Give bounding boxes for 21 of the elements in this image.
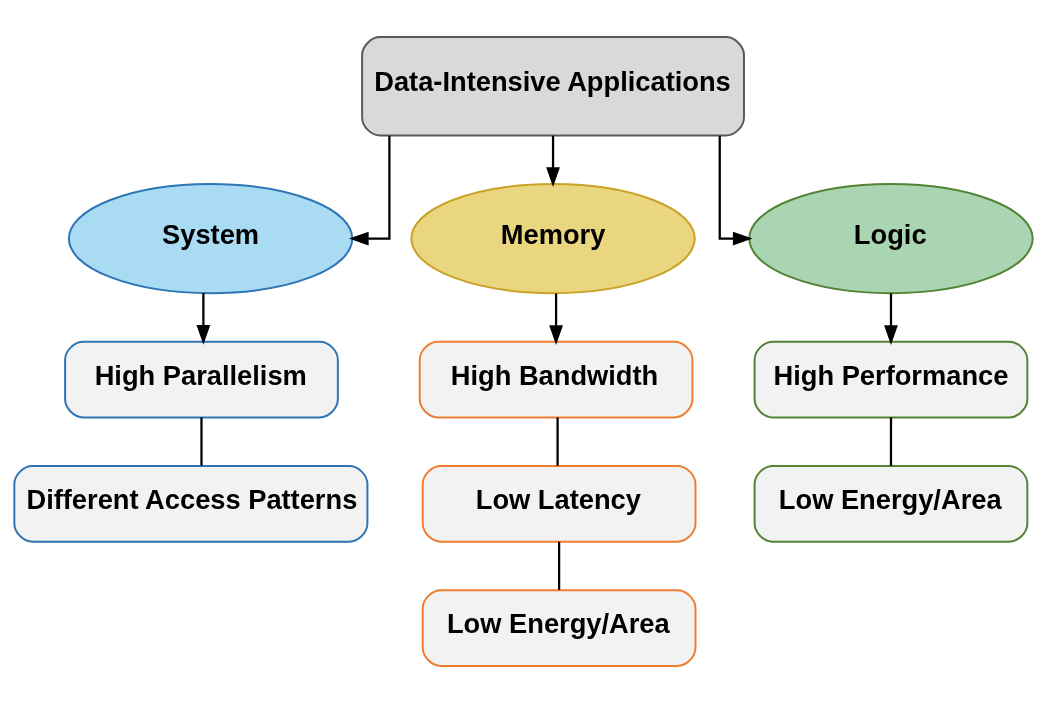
- arrow: [549, 293, 563, 345]
- node-box: High Parallelism: [64, 340, 339, 418]
- connector: [557, 541, 561, 590]
- arrow: [196, 292, 211, 345]
- node-box: High Performance: [753, 340, 1029, 418]
- node-box: Low Energy/Area: [421, 588, 697, 667]
- arrow: [718, 135, 753, 245]
- connector: [556, 417, 559, 466]
- connector: [200, 417, 203, 466]
- node-ellipse: Logic: [748, 182, 1034, 294]
- node-box: Data-Intensive Applications: [361, 35, 745, 137]
- node-ellipse: System: [67, 182, 354, 294]
- node-ellipse: Memory: [410, 182, 696, 294]
- arrow: [348, 135, 391, 245]
- connector: [889, 417, 893, 466]
- node-box: Low Latency: [421, 464, 697, 543]
- node-box: High Bandwidth: [418, 340, 694, 418]
- node-box: Different Access Patterns: [13, 464, 369, 543]
- node-box: Low Energy/Area: [753, 464, 1029, 543]
- arrow: [546, 135, 560, 187]
- arrow: [884, 293, 898, 345]
